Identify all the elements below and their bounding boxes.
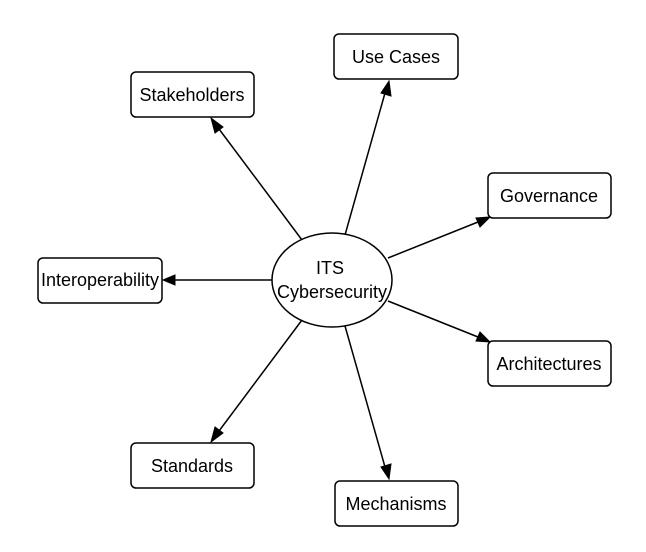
node-standards: Standards bbox=[130, 442, 255, 489]
node-stakeholders-label: Stakeholders bbox=[139, 85, 244, 105]
edge-to-stakeholders bbox=[218, 128, 303, 241]
edge-to-standards bbox=[218, 319, 303, 432]
arrowhead-architectures bbox=[475, 331, 492, 343]
center-node-line2: Cybersecurity bbox=[277, 282, 387, 302]
node-governance: Governance bbox=[487, 172, 612, 219]
center-node-line1: ITS bbox=[316, 258, 344, 278]
node-architectures: Architectures bbox=[487, 340, 612, 387]
edge-to-architectures bbox=[387, 300, 479, 338]
edge-to-use-cases bbox=[344, 92, 386, 236]
node-mechanisms-label: Mechanisms bbox=[345, 494, 446, 514]
node-standards-label: Standards bbox=[151, 456, 233, 476]
arrowhead-interoperability bbox=[161, 274, 176, 286]
arrowhead-standards bbox=[210, 426, 224, 444]
arrowhead-use-cases bbox=[380, 79, 392, 97]
node-governance-label: Governance bbox=[500, 186, 598, 206]
arrowhead-mechanisms bbox=[380, 463, 392, 481]
node-architectures-label: Architectures bbox=[496, 354, 601, 374]
edge-to-governance bbox=[387, 221, 479, 259]
edge-to-mechanisms bbox=[344, 325, 386, 468]
node-interoperability: Interoperability bbox=[37, 257, 163, 304]
center-node: ITS Cybersecurity bbox=[271, 232, 393, 328]
arrowhead-stakeholders bbox=[210, 116, 224, 134]
node-use-cases: Use Cases bbox=[333, 33, 459, 80]
node-stakeholders: Stakeholders bbox=[130, 71, 255, 118]
node-use-cases-label: Use Cases bbox=[352, 47, 440, 67]
node-interoperability-label: Interoperability bbox=[41, 270, 159, 290]
node-mechanisms: Mechanisms bbox=[334, 480, 459, 527]
arrowhead-governance bbox=[475, 216, 492, 228]
edges bbox=[161, 79, 492, 481]
